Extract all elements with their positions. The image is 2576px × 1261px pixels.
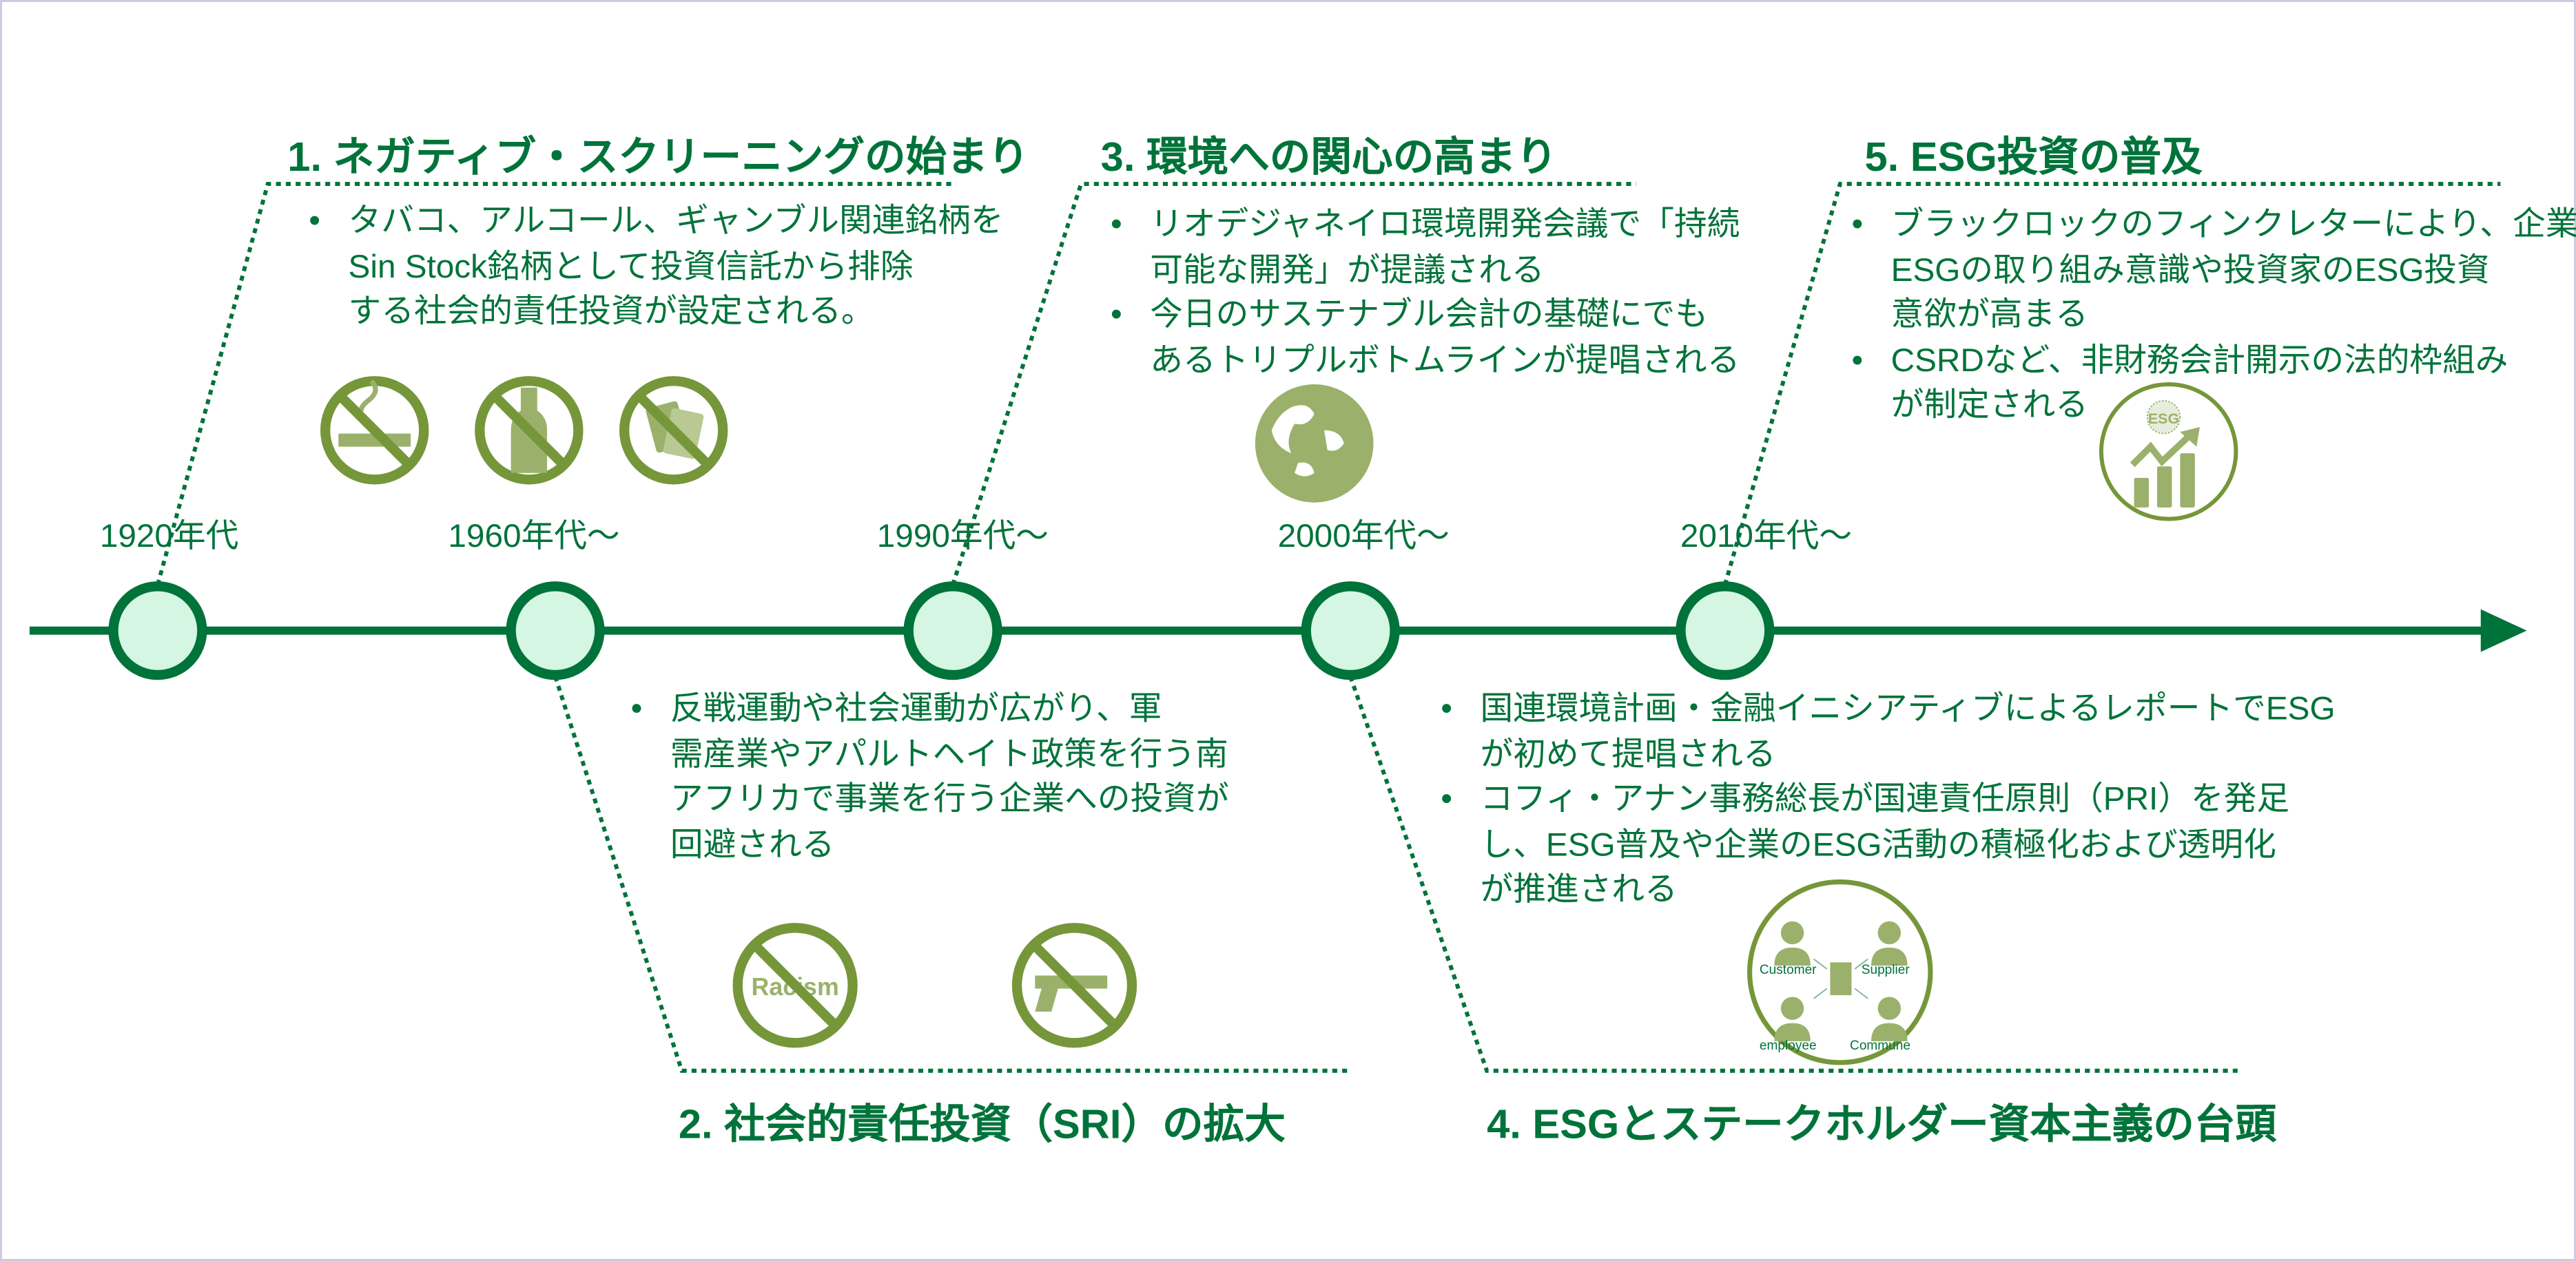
timeline-arrowhead-icon <box>2480 609 2527 652</box>
era-label-1960s: 1960年代〜 <box>448 519 620 555</box>
section-1-title: 1. ネガティブ・スクリーニングの始まり <box>287 134 1029 181</box>
bullet-text: 可能な開発」が提議される <box>1150 252 1545 289</box>
employee-label: employee <box>1760 1039 1817 1053</box>
bullet-text: 反戦運動や社会運動が広がり、軍 <box>670 691 1162 728</box>
connector-section-5 <box>1722 182 2501 585</box>
no-smoking-icon <box>320 376 429 485</box>
bullet-text: が推進される <box>1480 872 1678 908</box>
bullet-text: し、ESG普及や企業のESG活動の積極化および透明化 <box>1480 826 2276 864</box>
bullet-text: する社会的責任投資が設定される。 <box>348 293 874 331</box>
bullet-text: 国連環境計画・金融イニシアティブによるレポートでESG <box>1480 691 2336 728</box>
bullet-icon: • <box>309 203 321 240</box>
section-4-title: 4. ESGとステークホルダー資本主義の台頭 <box>1487 1102 2277 1148</box>
timeline-node-1920s <box>108 581 207 680</box>
bullet-text: 意欲が高まる <box>1890 297 2088 334</box>
bullet-item: • 反戦運動や社会運動が広がり、軍 需産業やアパルトヘイト政策を行う南 アフリカ… <box>631 688 1229 868</box>
section-1-bullets: • タバコ、アルコール、ギャンブル関連銘柄を Sin Stock銘柄として投資信… <box>309 200 1003 336</box>
supplier-label: Supplier <box>1862 963 1910 977</box>
timeline-node-2010s <box>1676 581 1775 680</box>
bullet-text: 回避される <box>670 826 835 864</box>
bullet-text: ブラックロックのフィンクレターにより、企業の <box>1890 207 2576 243</box>
section-3-bullets: • リオデジャネイロ環境開発会議で「持続 可能な開発」が提議される • 今日のサ… <box>1111 204 1740 384</box>
bullet-icon: • <box>1110 207 1122 243</box>
bullet-icon: • <box>1441 782 1453 818</box>
connector-section-4 <box>1348 676 2238 1073</box>
connector-section-1 <box>156 182 954 585</box>
section-5-bullets: • ブラックロックのフィンクレターにより、企業の ESGの取り組み意識や投資家の… <box>1851 204 2576 430</box>
timeline-node-1960s <box>506 581 605 680</box>
esg-growth-icon: ESG <box>2099 382 2238 521</box>
bullet-text: アフリカで事業を行う企業への投資が <box>670 782 1229 818</box>
section-2-title: 2. 社会的責任投資（SRI）の拡大 <box>678 1102 1286 1148</box>
bullet-text: ESGの取り組み意識や投資家のESG投資 <box>1890 252 2490 289</box>
bullet-item: • ブラックロックのフィンクレターにより、企業の ESGの取り組み意識や投資家の… <box>1851 204 2576 340</box>
bullet-text: あるトリプルボトムラインが提唱される <box>1150 342 1740 379</box>
bullet-icon: • <box>1441 691 1453 728</box>
section-4-bullets: • 国連環境計画・金融イニシアティブによるレポートでESG が初めて提唱される … <box>1441 688 2335 914</box>
section-2-bullets: • 反戦運動や社会運動が広がり、軍 需産業やアパルトヘイト政策を行う南 アフリカ… <box>631 688 1229 868</box>
bullet-icon: • <box>1851 207 1864 243</box>
connector-section-2 <box>553 676 1351 1073</box>
bullet-text: が初めて提唱される <box>1480 736 1776 773</box>
connector-section-3 <box>951 182 1637 585</box>
esg-label: ESG <box>2148 410 2179 427</box>
no-gambling-icon <box>619 376 728 485</box>
bullet-text: リオデジャネイロ環境開発会議で「持続 <box>1150 207 1740 243</box>
bullet-text: Sin Stock銘柄として投資信託から排除 <box>348 249 914 285</box>
globe-icon <box>1255 384 1374 503</box>
bullet-text: タバコ、アルコール、ギャンブル関連銘柄を <box>348 203 1004 240</box>
bullet-text: 今日のサステナブル会計の基礎にでも <box>1150 297 1709 334</box>
customer-label: Customer <box>1760 963 1817 977</box>
bullet-item: • 国連環境計画・金融イニシアティブによるレポートでESG が初めて提唱される <box>1441 688 2335 778</box>
no-weapons-icon <box>1011 923 1137 1048</box>
bullet-icon: • <box>1110 297 1122 334</box>
era-label-2010s: 2010年代〜 <box>1680 519 1853 555</box>
bullet-text: CSRDなど、非財務会計開示の法的枠組み <box>1890 342 2508 379</box>
bullet-text: 需産業やアパルトヘイト政策を行う南 <box>670 736 1228 773</box>
bullet-item: • タバコ、アルコール、ギャンブル関連銘柄を Sin Stock銘柄として投資信… <box>309 200 1003 336</box>
bullet-item: • CSRDなど、非財務会計開示の法的枠組み が制定される <box>1851 339 2576 429</box>
commune-label: Commune <box>1850 1039 1910 1053</box>
era-label-2000s: 2000年代〜 <box>1277 519 1450 555</box>
section-3-title: 3. 環境への関心の高まり <box>1100 134 1558 181</box>
bullet-text: が制定される <box>1890 387 2088 424</box>
era-label-1920s: 1920年代 <box>99 519 239 555</box>
no-racism-icon: Racism <box>732 923 858 1048</box>
bullet-item: • 今日のサステナブル会計の基礎にでも あるトリプルボトムラインが提唱される <box>1111 294 1740 384</box>
bullet-item: • コフィ・アナン事務総長が国連責任原則（PRI）を発足 し、ESG普及や企業の… <box>1441 778 2335 914</box>
bullet-item: • リオデジャネイロ環境開発会議で「持続 可能な開発」が提議される <box>1111 204 1740 294</box>
bullet-text: コフィ・アナン事務総長が国連責任原則（PRI）を発足 <box>1480 782 2290 818</box>
no-alcohol-icon <box>475 376 584 485</box>
stakeholder-icon: Customer Supplier employee Commune <box>1747 879 1933 1065</box>
timeline-node-1990s <box>903 581 1002 680</box>
bullet-icon: • <box>1851 342 1864 379</box>
bullet-icon: • <box>630 691 643 728</box>
timeline-node-2000s <box>1301 581 1400 680</box>
era-label-1990s: 1990年代〜 <box>876 519 1049 555</box>
section-5-title: 5. ESG投資の普及 <box>1864 134 2203 181</box>
